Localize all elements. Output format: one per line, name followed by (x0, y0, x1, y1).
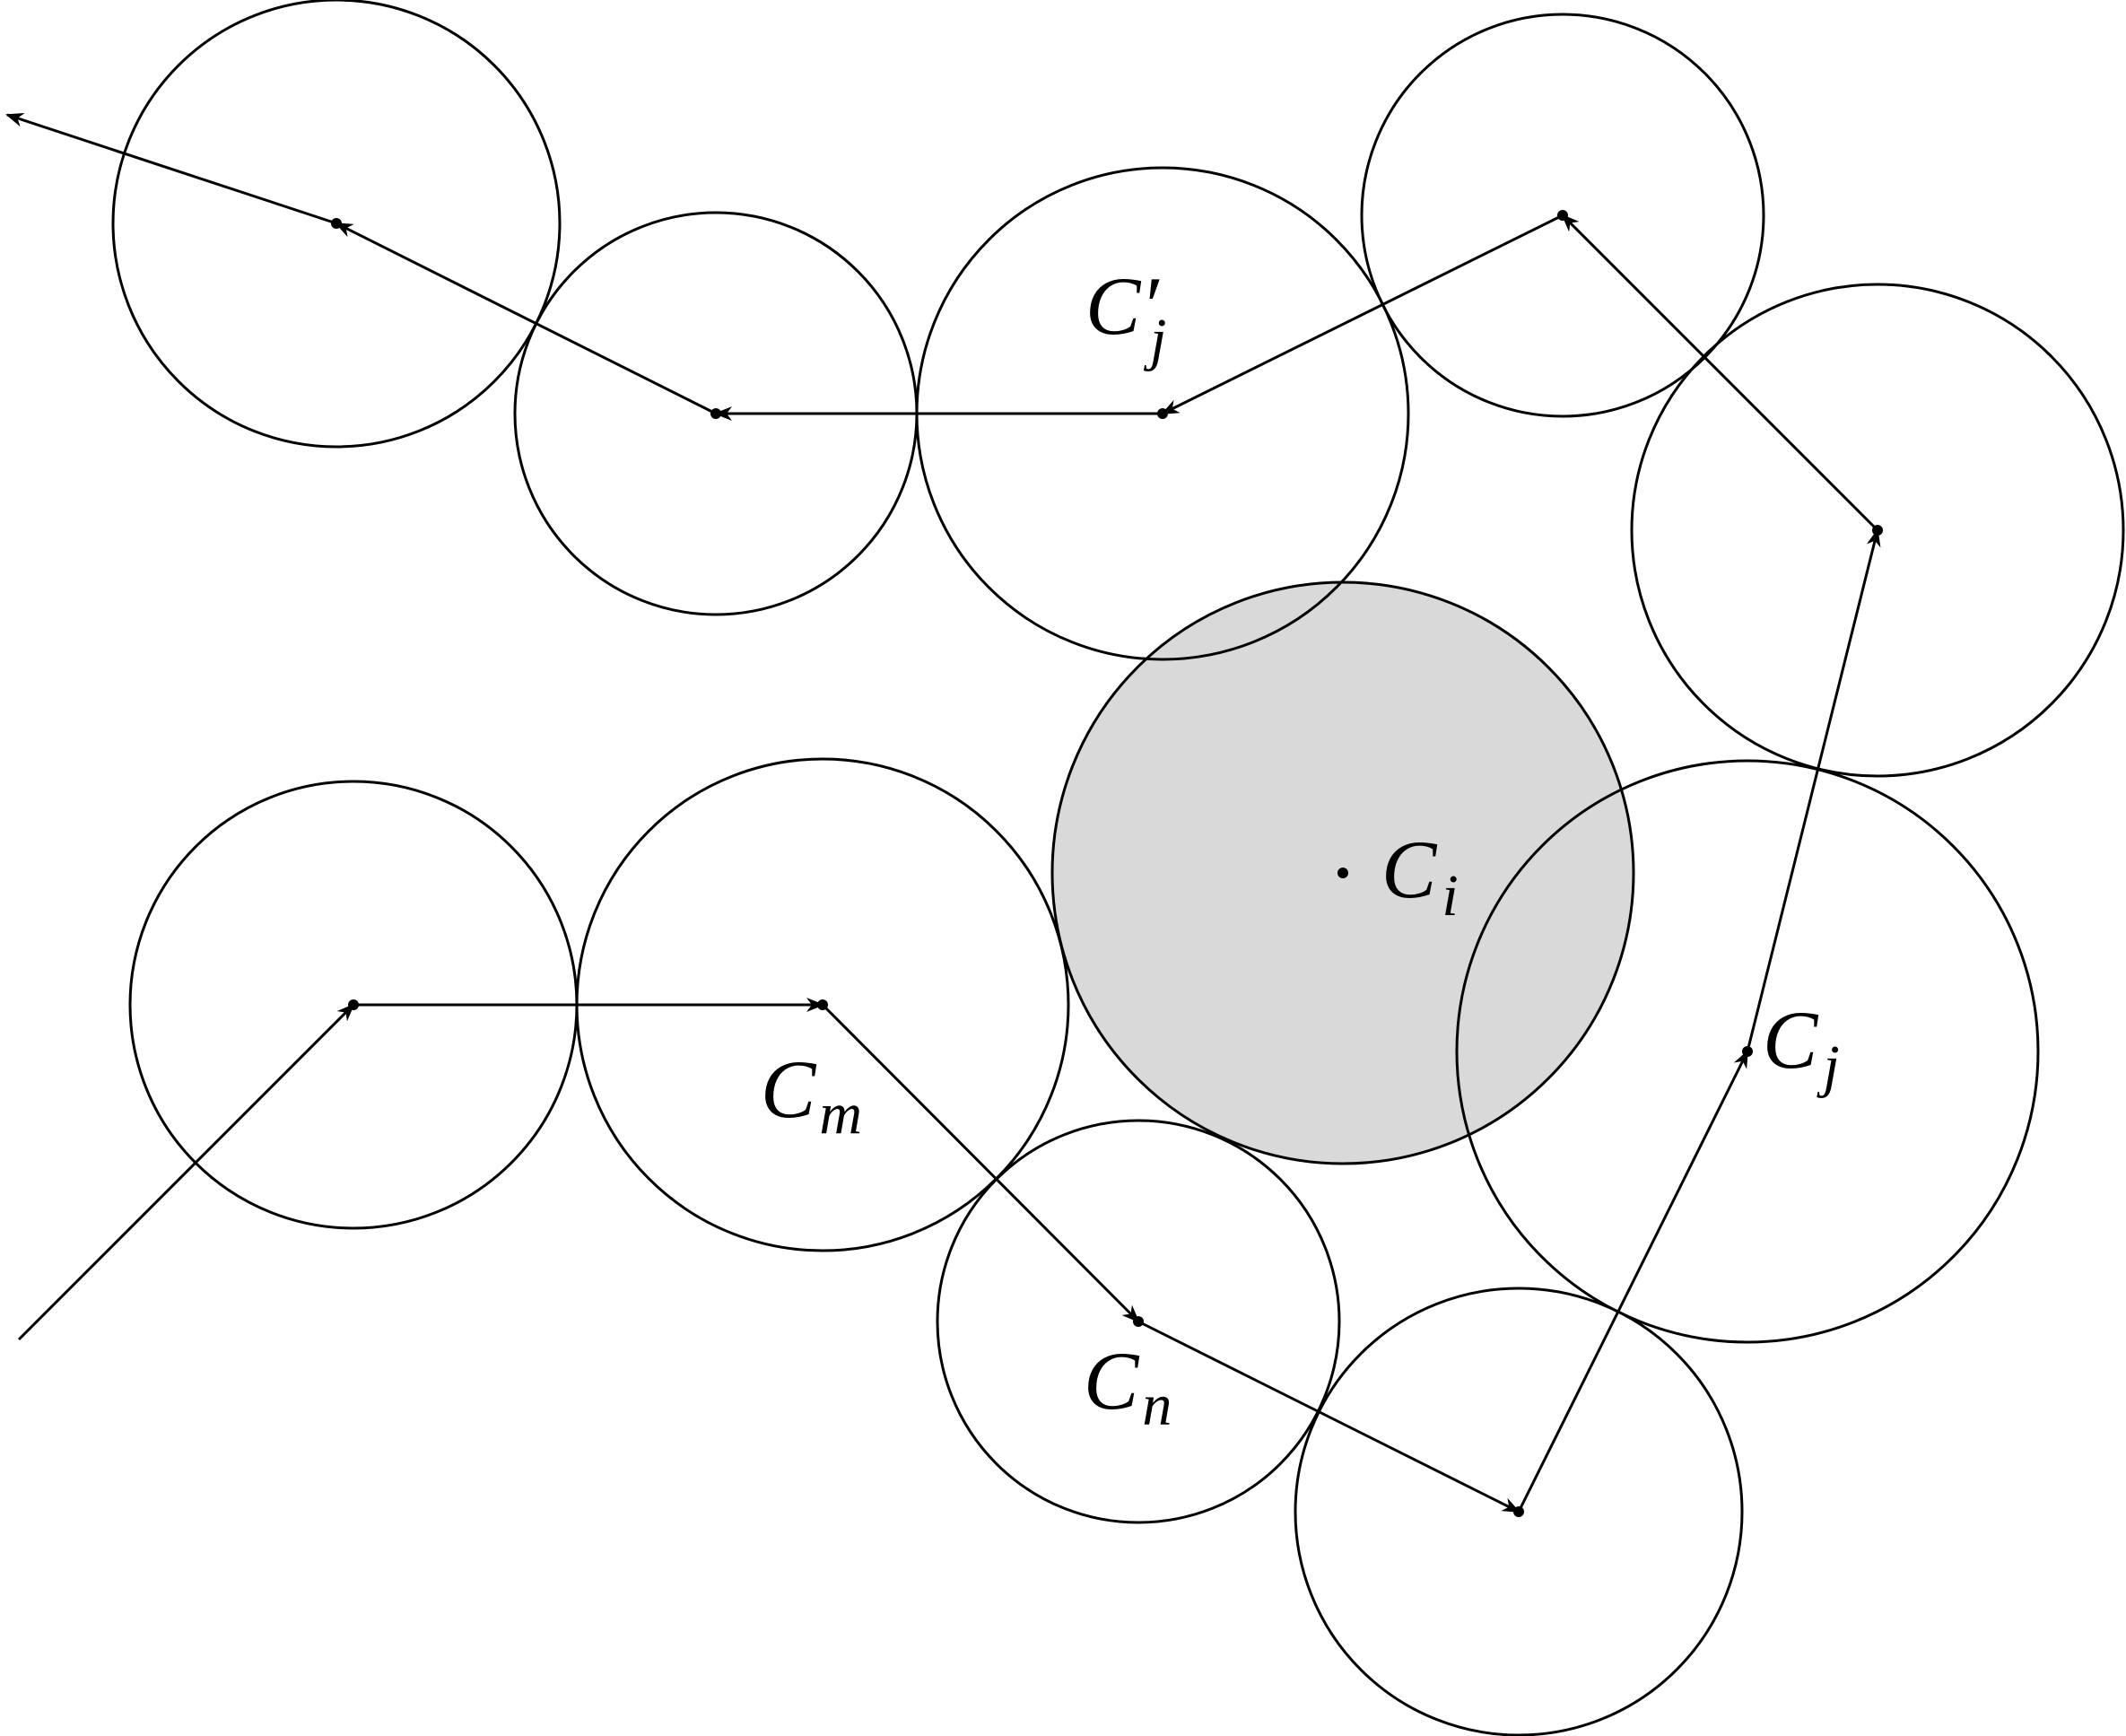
path-segment-exit (5, 113, 337, 225)
label-c-n-sub: n (1142, 1373, 1172, 1438)
center-dot-top-left (331, 218, 342, 229)
path-segment-to-c-j-prime (1161, 214, 1564, 415)
label-c-i: Ci (1381, 824, 1459, 929)
label-c-j-main: C (1763, 994, 1819, 1086)
label-c-j-prime: C′ (1085, 260, 1160, 352)
center-dot-top-second (710, 408, 721, 419)
circle-c-n (936, 1119, 1341, 1524)
center-dot-c-j-prime (1157, 408, 1168, 419)
circle-right-upper (1630, 283, 2125, 778)
label-c-n-main: C (1084, 1335, 1140, 1426)
path-segment-to-c-j (1517, 1050, 1749, 1513)
circle-bottom-right (1294, 1287, 1744, 1736)
circle-top-right-small (1360, 13, 1765, 418)
path-segment-to-top-left (335, 222, 717, 415)
path-segment-to-bottom-right (1137, 1320, 1520, 1514)
center-dot-bottom-right (1513, 1506, 1524, 1517)
label-c-m: Cm (761, 1043, 862, 1147)
center-dot-c-n (1133, 1316, 1144, 1327)
label-c-i-sub: i (1442, 863, 1458, 929)
circle-c-j (1455, 759, 2040, 1344)
path-segment-to-top-right-small (1561, 214, 1879, 532)
path-segment-to-right-upper (1746, 528, 1881, 1052)
label-c-j-sub: j (1816, 1034, 1839, 1099)
center-dot-bottom-left (348, 999, 359, 1010)
circle-top-left (111, 0, 562, 449)
label-c-m-main: C (761, 1043, 817, 1135)
label-c-j-prime-main: C′ (1085, 260, 1160, 352)
label-c-i-main: C (1381, 824, 1438, 915)
path-segment-entry (17, 1003, 355, 1341)
label-c-m-sub: m (819, 1081, 862, 1147)
label-c-n: Cn (1084, 1335, 1172, 1438)
center-dot-c-j (1742, 1046, 1753, 1057)
label-c-j: Cj (1763, 994, 1840, 1099)
center-dot-c-m (817, 999, 828, 1010)
center-dot-top-right-small (1557, 210, 1568, 221)
center-dot-c-i (1337, 868, 1348, 878)
center-dot-right-upper (1872, 525, 1883, 536)
path-segment-to-c-n (821, 1003, 1140, 1323)
